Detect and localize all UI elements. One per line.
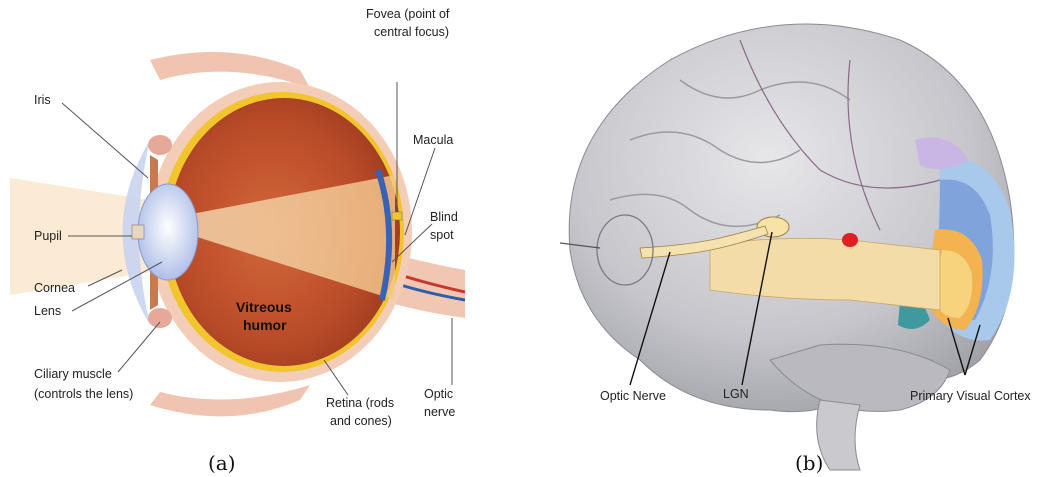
label-retina-1: Retina (rods bbox=[326, 396, 394, 410]
leader-iris bbox=[62, 103, 148, 178]
leader-ciliary bbox=[118, 322, 160, 372]
eye-diagram: Iris Pupil Cornea Lens Ciliary muscle (c… bbox=[0, 0, 470, 477]
label-blind-2: spot bbox=[430, 228, 454, 242]
pupil-marker bbox=[132, 225, 144, 239]
label-fovea-2: central focus) bbox=[374, 25, 449, 39]
lens-shape bbox=[138, 184, 198, 280]
label-macula: Macula bbox=[413, 133, 453, 147]
label-fovea-1: Fovea (point of bbox=[366, 7, 450, 21]
label-primary-visual-cortex: Primary Visual Cortex bbox=[910, 389, 1031, 403]
caption-b: (b) bbox=[795, 451, 823, 475]
label-ciliary-2: (controls the lens) bbox=[34, 387, 133, 401]
fovea-marker bbox=[392, 212, 402, 220]
label-pupil: Pupil bbox=[34, 229, 62, 243]
label-optic-1: Optic bbox=[424, 387, 453, 401]
lower-muscle bbox=[150, 385, 310, 416]
label-lgn: LGN bbox=[723, 387, 749, 401]
brain-diagram-panel: Optic Nerve LGN Primary Visual Cortex (b… bbox=[520, 0, 1051, 477]
label-optic-2: nerve bbox=[424, 405, 455, 419]
label-ciliary-1: Ciliary muscle bbox=[34, 367, 112, 381]
ciliary-upper bbox=[148, 135, 172, 155]
caption-a: (a) bbox=[208, 451, 236, 475]
brain-diagram: Optic Nerve LGN Primary Visual Cortex (b… bbox=[520, 0, 1051, 477]
label-iris: Iris bbox=[34, 93, 51, 107]
red-spot bbox=[842, 233, 858, 247]
label-retina-2: and cones) bbox=[330, 414, 392, 428]
label-blind-1: Blind bbox=[430, 210, 458, 224]
label-vitreous-1: Vitreous bbox=[236, 299, 292, 315]
label-optic-nerve: Optic Nerve bbox=[600, 389, 666, 403]
ciliary-lower bbox=[148, 308, 172, 328]
label-cornea: Cornea bbox=[34, 281, 75, 295]
eye-diagram-panel: Iris Pupil Cornea Lens Ciliary muscle (c… bbox=[0, 0, 470, 477]
label-lens: Lens bbox=[34, 304, 61, 318]
label-vitreous-2: humor bbox=[243, 317, 287, 333]
